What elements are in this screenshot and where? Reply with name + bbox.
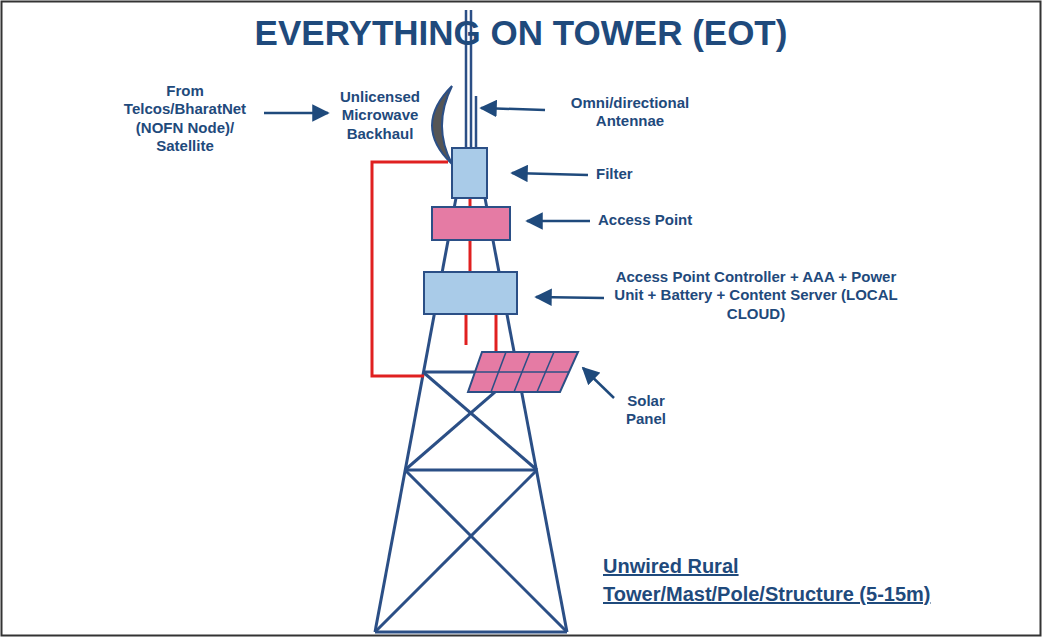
solar-panel [468,352,578,392]
controller-label: Access Point Controller + AAA + Power Un… [610,268,902,323]
structure-label: Tower/Mast/Pole/Structure (5-15m) [603,582,1023,606]
controller-box [424,272,517,314]
microwave-dish [432,86,452,164]
source-label: From Telcos/BharatNet (NOFN Node)/ Satel… [108,82,262,155]
leader-arrows [264,108,614,398]
tower-lattice [375,198,567,632]
access-point-box [432,207,510,240]
backhaul-label: Unlicensed Microwave Backhaul [330,88,430,143]
filter-label: Filter [596,165,686,183]
antenna-label: Omni/directional Antennae [550,94,710,131]
filter-box [452,148,487,198]
diagram-title: EVERYTHING ON TOWER (EOT) [0,12,1042,55]
access-point-label: Access Point [598,211,738,229]
structure-label: Unwired Rural [603,554,1023,578]
solar-panel-label: Solar Panel [618,392,674,429]
